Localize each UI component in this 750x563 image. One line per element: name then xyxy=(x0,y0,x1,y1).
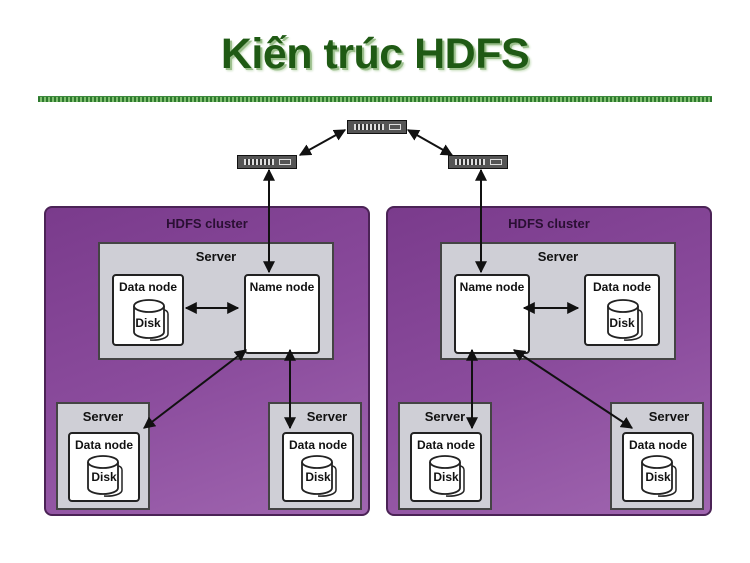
name-node-label: Name node xyxy=(249,280,315,294)
server-label: Server xyxy=(537,249,579,264)
server-bottom-left: Server Data node Disk xyxy=(56,402,150,510)
server-label: Server xyxy=(195,249,237,264)
disk-label: Disk xyxy=(91,470,117,484)
main-server: Server Name node Data node Disk xyxy=(440,242,676,360)
disk-icon xyxy=(87,455,123,497)
data-node-label: Data node xyxy=(592,280,651,294)
name-node: Name node xyxy=(454,274,530,354)
server-label: Server xyxy=(306,409,348,424)
server-bottom-right: Server Data node Disk xyxy=(268,402,362,510)
link-right-namenode-server-b xyxy=(512,349,634,429)
page-title: Kiến trúc HDFS xyxy=(220,30,530,78)
disk-icon xyxy=(641,455,677,497)
server-label: Server xyxy=(648,409,690,424)
data-node: Data node Disk xyxy=(112,274,184,346)
server-bottom-left: Server Data node Disk xyxy=(398,402,492,510)
disk-label: Disk xyxy=(645,470,671,484)
link-top-left xyxy=(298,129,347,156)
right-switch-icon xyxy=(448,155,508,169)
data-node: Data node Disk xyxy=(410,432,482,502)
top-switch-icon xyxy=(347,120,407,134)
data-node-label: Data node xyxy=(416,438,475,452)
link-top-right xyxy=(406,129,454,156)
name-node: Name node xyxy=(244,274,320,354)
disk-icon xyxy=(301,455,337,497)
disk-icon xyxy=(607,299,643,341)
data-node: Data node Disk xyxy=(68,432,140,502)
data-node-label: Data node xyxy=(118,280,177,294)
hdfs-cluster-left: HDFS cluster Server Data node Disk Name … xyxy=(44,206,370,516)
main-server: Server Data node Disk Name node xyxy=(98,242,334,360)
left-switch-icon xyxy=(237,155,297,169)
cluster-label: HDFS cluster xyxy=(166,216,248,231)
data-node-label: Data node xyxy=(74,438,133,452)
server-label: Server xyxy=(424,409,466,424)
disk-label: Disk xyxy=(433,470,459,484)
cluster-label: HDFS cluster xyxy=(508,216,590,231)
data-node-label: Data node xyxy=(628,438,687,452)
data-node-label: Data node xyxy=(288,438,347,452)
disk-icon xyxy=(429,455,465,497)
data-node: Data node Disk xyxy=(622,432,694,502)
disk-icon xyxy=(133,299,169,341)
data-node: Data node Disk xyxy=(584,274,660,346)
name-node-label: Name node xyxy=(459,280,525,294)
server-label: Server xyxy=(82,409,124,424)
disk-label: Disk xyxy=(609,316,635,330)
disk-label: Disk xyxy=(135,316,161,330)
link-left-namenode-server-a xyxy=(143,349,247,429)
disk-label: Disk xyxy=(305,470,331,484)
title-divider xyxy=(38,96,712,102)
data-node: Data node Disk xyxy=(282,432,354,502)
